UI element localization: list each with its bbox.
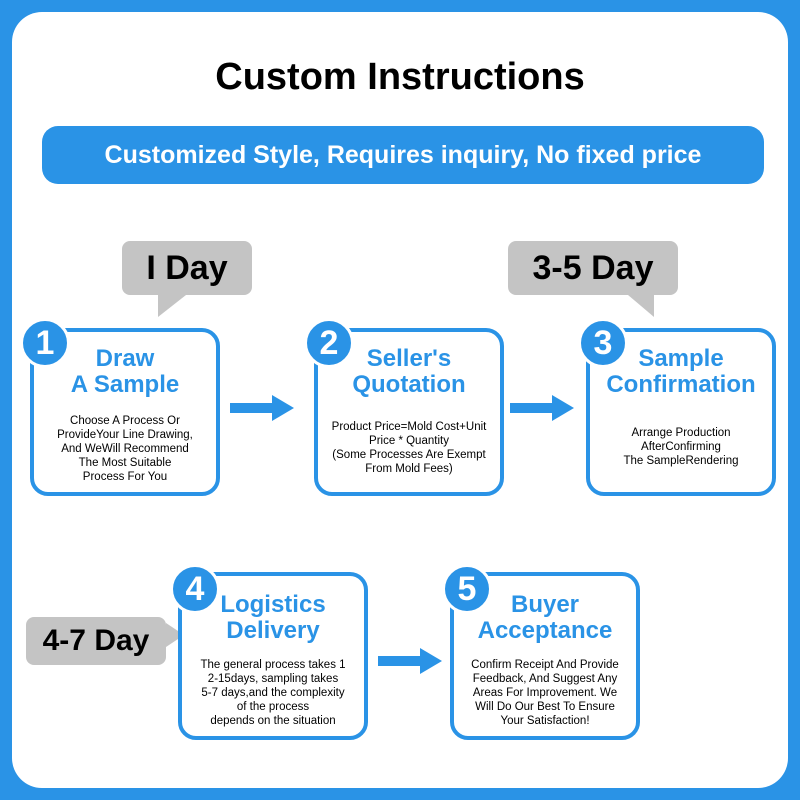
- duration-bubble-1: I Day: [122, 241, 252, 317]
- step-title: Draw A Sample: [70, 345, 180, 398]
- step-number-badge: 5: [442, 564, 492, 614]
- bubble-tail: [628, 295, 654, 317]
- step-description: Confirm Receipt And Provide Feedback, An…: [471, 659, 619, 727]
- duration-label: I Day: [146, 249, 228, 287]
- arrow-right-icon: [510, 395, 574, 421]
- duration-bubble-2: 3-5 Day: [508, 241, 678, 317]
- step-title: Buyer Acceptance: [477, 591, 613, 644]
- step-description: Arrange Production AfterConfirming The S…: [623, 427, 739, 467]
- step-1-box: Draw A Sample Choose A Process Or Provid…: [30, 328, 220, 496]
- duration-bubble-3: 4-7 Day: [26, 617, 184, 665]
- arrow-right-icon: [230, 395, 294, 421]
- step-number-badge: 2: [304, 318, 354, 368]
- step-3-box: Sample Confirmation Arrange Production A…: [586, 328, 776, 496]
- duration-label: 3-5 Day: [532, 249, 654, 287]
- step-title: Sample Confirmation: [606, 345, 756, 398]
- step-number-badge: 1: [20, 318, 70, 368]
- step-title: Logistics Delivery: [220, 591, 326, 644]
- step-number-badge: 3: [578, 318, 628, 368]
- arrow-right-icon: [378, 648, 442, 674]
- step-4-box: Logistics Delivery The general process t…: [178, 572, 368, 740]
- step-description: Product Price=Mold Cost+Unit Price * Qua…: [331, 421, 487, 475]
- step-title: Seller's Quotation: [352, 345, 466, 398]
- pricing-banner: Customized Style, Requires inquiry, No f…: [42, 126, 764, 184]
- step-number-badge: 4: [170, 564, 220, 614]
- step-description: The general process takes 1 2-15days, sa…: [200, 659, 346, 727]
- bubble-tail: [158, 295, 186, 317]
- page-title: Custom Instructions: [215, 56, 585, 98]
- duration-label: 4-7 Day: [42, 624, 150, 657]
- step-description: Choose A Process Or ProvideYour Line Dra…: [57, 415, 193, 483]
